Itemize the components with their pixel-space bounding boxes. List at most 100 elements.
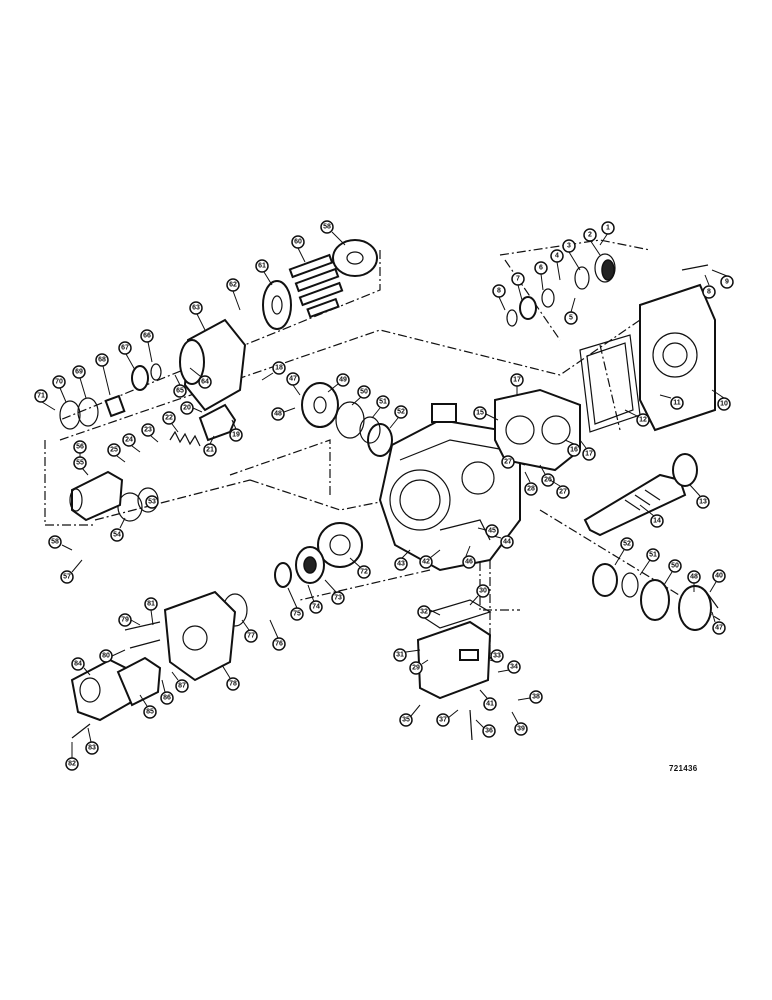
svg-text:28: 28 xyxy=(527,486,535,493)
svg-text:73: 73 xyxy=(334,595,342,602)
callout-30: 30 xyxy=(469,584,490,606)
svg-text:33: 33 xyxy=(493,653,501,660)
svg-text:21: 21 xyxy=(206,447,214,454)
callout-56: 56 xyxy=(73,440,87,457)
callout-64: 64 xyxy=(189,367,212,389)
callout-72: 72 xyxy=(349,557,371,579)
bearings-and-rings xyxy=(59,253,712,631)
svg-text:62: 62 xyxy=(229,282,237,289)
svg-text:48: 48 xyxy=(274,411,282,418)
callout-24: 24 xyxy=(122,433,141,453)
svg-text:72: 72 xyxy=(360,569,368,576)
shaft xyxy=(583,453,698,537)
callout-17: 17 xyxy=(510,373,524,395)
callout-9: 9 xyxy=(711,269,734,289)
svg-text:74: 74 xyxy=(312,604,320,611)
svg-text:58: 58 xyxy=(51,539,59,546)
svg-text:56: 56 xyxy=(76,444,84,451)
bolts xyxy=(71,264,719,741)
svg-text:86: 86 xyxy=(163,695,171,702)
callout-78: 78 xyxy=(221,664,240,691)
callout-54: 54 xyxy=(110,517,126,542)
svg-text:26: 26 xyxy=(544,477,552,484)
callout-31: 31 xyxy=(393,648,421,662)
callout-6: 6 xyxy=(534,261,548,291)
callout-14: 14 xyxy=(639,504,664,528)
callout-47: 47 xyxy=(286,372,301,396)
callout-67: 67 xyxy=(118,341,136,371)
callout-60: 60 xyxy=(291,235,306,263)
svg-text:79: 79 xyxy=(121,617,129,624)
callout-15: 15 xyxy=(473,406,499,421)
callout-52: 52 xyxy=(389,405,408,429)
svg-text:30: 30 xyxy=(479,588,487,595)
svg-text:46: 46 xyxy=(465,559,473,566)
callout-11: 11 xyxy=(659,394,684,410)
callout-25: 25 xyxy=(107,443,126,463)
callout-73: 73 xyxy=(324,579,345,605)
svg-text:67: 67 xyxy=(121,345,129,352)
svg-text:48: 48 xyxy=(690,574,698,581)
svg-text:39: 39 xyxy=(517,726,525,733)
callout-82: 82 xyxy=(65,742,79,771)
callout-42: 42 xyxy=(419,549,441,569)
svg-text:37: 37 xyxy=(439,717,447,724)
callout-84: 84 xyxy=(71,657,91,676)
spring-and-sleeve xyxy=(169,403,237,447)
svg-text:38: 38 xyxy=(532,694,540,701)
callout-58: 58 xyxy=(320,220,346,246)
bearing-housing xyxy=(494,388,581,472)
callout-55: 55 xyxy=(73,456,89,476)
svg-text:25: 25 xyxy=(110,447,118,454)
callout-61: 61 xyxy=(255,259,273,286)
callout-68: 68 xyxy=(95,353,111,396)
svg-text:6: 6 xyxy=(539,265,543,272)
svg-text:65: 65 xyxy=(176,388,184,395)
callout-20: 20 xyxy=(180,401,203,415)
callout-12: 12 xyxy=(624,409,650,427)
svg-text:11: 11 xyxy=(673,400,681,407)
callout-52b: 52 xyxy=(614,537,634,566)
callout-79: 79 xyxy=(118,613,141,627)
svg-text:34: 34 xyxy=(510,664,518,671)
svg-text:68: 68 xyxy=(98,357,106,364)
svg-text:17: 17 xyxy=(585,451,593,458)
svg-text:23: 23 xyxy=(144,427,152,434)
svg-text:16: 16 xyxy=(570,447,578,454)
svg-text:18: 18 xyxy=(275,365,283,372)
svg-text:9: 9 xyxy=(725,279,729,286)
callout-36: 36 xyxy=(475,719,496,738)
callout-32: 32 xyxy=(417,605,441,619)
callout-2: 2 xyxy=(583,228,601,256)
swash-plate xyxy=(332,239,378,277)
svg-text:52: 52 xyxy=(397,409,405,416)
svg-text:17: 17 xyxy=(513,377,521,384)
callout-75: 75 xyxy=(287,587,304,621)
callout-50b: 50 xyxy=(663,559,682,586)
svg-text:27: 27 xyxy=(559,489,567,496)
callout-43: 43 xyxy=(394,549,411,571)
svg-text:1: 1 xyxy=(606,225,610,232)
svg-text:45: 45 xyxy=(488,528,496,535)
svg-text:15: 15 xyxy=(476,410,484,417)
svg-text:49: 49 xyxy=(339,377,347,384)
svg-text:70: 70 xyxy=(55,379,63,386)
callout-87: 87 xyxy=(171,671,189,693)
svg-text:31: 31 xyxy=(396,652,404,659)
callout-41: 41 xyxy=(479,689,497,711)
callout-70: 70 xyxy=(52,375,67,403)
svg-text:42: 42 xyxy=(422,559,430,566)
callouts: 1 2 3 4 5 6 7 8 9 8 10 11 12 13 14 15 16… xyxy=(34,220,734,771)
callout-34: 34 xyxy=(497,660,521,674)
pump-body xyxy=(163,590,237,682)
svg-text:4: 4 xyxy=(555,253,559,260)
svg-text:53: 53 xyxy=(148,499,156,506)
svg-text:54: 54 xyxy=(113,532,121,539)
callout-18: 18 xyxy=(261,361,286,381)
callout-4: 4 xyxy=(550,249,564,281)
cover-plate xyxy=(639,283,716,432)
callout-28: 28 xyxy=(524,471,538,496)
callout-77: 77 xyxy=(241,619,258,643)
svg-text:7: 7 xyxy=(516,276,520,283)
